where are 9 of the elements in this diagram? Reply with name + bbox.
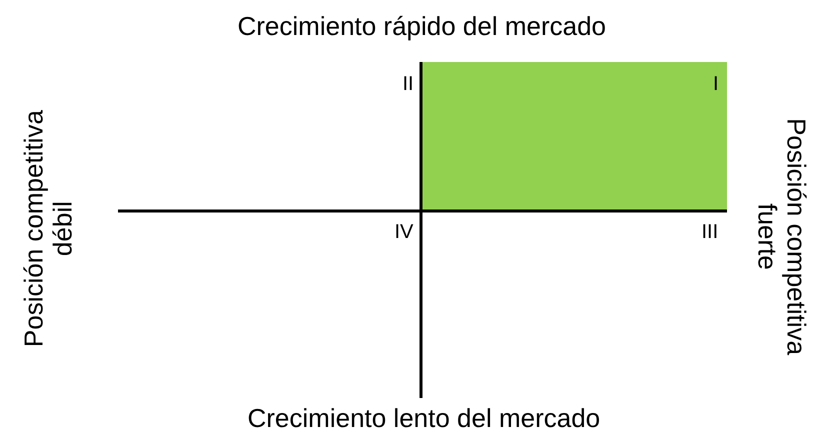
axis-title: Crecimiento rápido del mercado [238,12,606,40]
axis-title: Posición competitiva fuerte [753,116,811,358]
quadrant-number: III [702,221,718,243]
quadrant-number: II [402,73,414,95]
quadrant-number: IV [394,221,414,243]
axis-title: Posición competitiva débil [19,108,77,349]
quadrant-number: I [713,73,719,95]
axis-title: Crecimiento lento del mercado [248,404,600,432]
quadrant-area [422,62,727,211]
